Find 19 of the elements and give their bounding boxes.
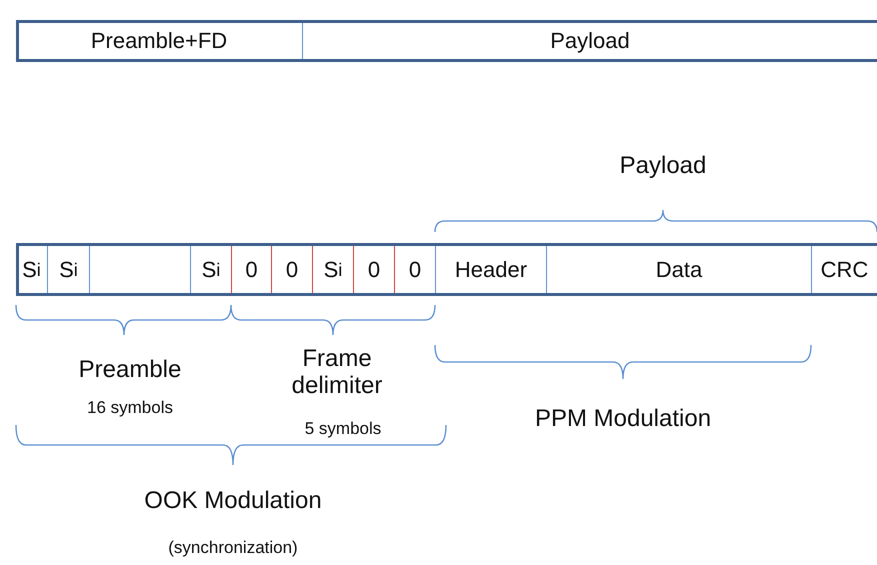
- frame-bar: [16, 243, 877, 296]
- brace-label: PPM Modulation: [534, 405, 712, 433]
- frame-field: Data: [546, 246, 811, 293]
- brace-label: OOK Modulation: [144, 487, 322, 515]
- frame-field: Preamble+FD: [16, 23, 302, 59]
- brace-note: (synchronization): [168, 538, 298, 558]
- symbol-count: 5 symbols: [304, 419, 382, 439]
- frame-field: 0: [394, 246, 435, 293]
- brace-label: Payload: [620, 152, 706, 180]
- brace-label: Preamble: [78, 356, 182, 384]
- frame-field: 0: [231, 246, 271, 293]
- frame-bar: [16, 20, 877, 62]
- frame-field: Header: [435, 246, 546, 293]
- brace-label: Frame delimiter: [290, 345, 384, 399]
- frame-field: CRC: [811, 246, 877, 293]
- frame-field: Payload: [302, 23, 877, 59]
- symbol-count: 16 symbols: [87, 398, 173, 418]
- frame-field: 0: [353, 246, 394, 293]
- frame-field: 0: [271, 246, 312, 293]
